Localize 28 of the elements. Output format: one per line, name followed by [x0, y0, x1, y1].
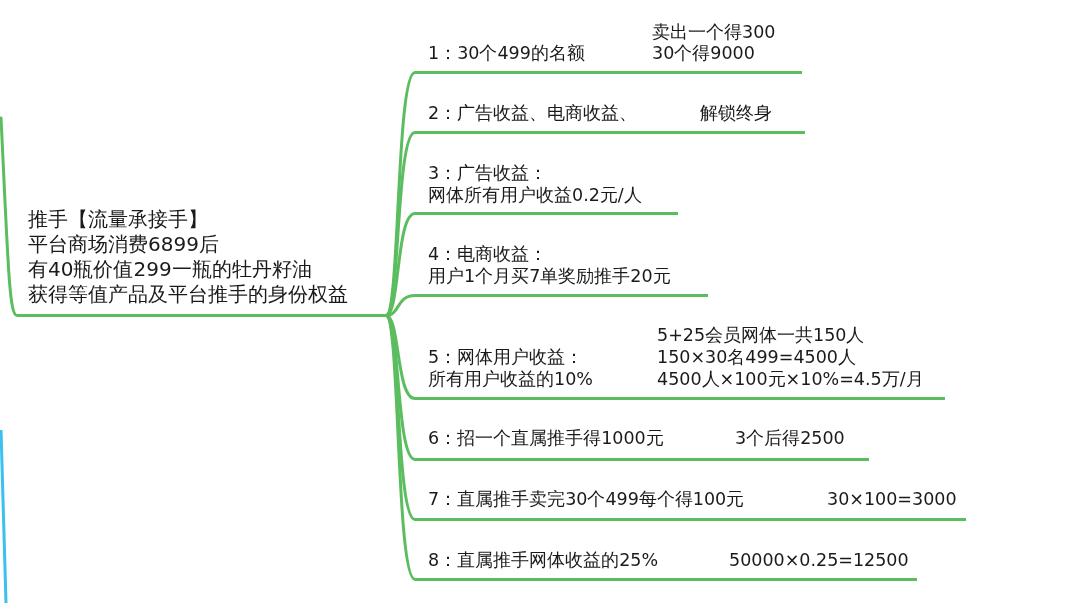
topic-text: 3个后得2500: [735, 427, 845, 449]
topic-text: 所有用户收益的10%: [428, 368, 593, 390]
topic-text: 平台商场消费6899后: [28, 231, 219, 257]
topic-text: 有40瓶价值299一瓶的牡丹籽油: [28, 256, 312, 282]
topic-text: 获得等值产品及平台推手的身份权益: [28, 281, 348, 307]
topic-text: 2：广告收益、电商收益、: [428, 102, 638, 124]
topic-text: 用户1个月买7单奖励推手20元: [428, 265, 671, 287]
topic-text: 150×30名499=4500人: [657, 346, 856, 368]
topic-text: 8：直属推手网体收益的25%: [428, 549, 659, 571]
topic-text: 7：直属推手卖完30个499每个得100元: [428, 488, 745, 510]
topic-text: 解锁终身: [700, 102, 772, 124]
topic-text: 3：广告收益：: [428, 162, 548, 184]
topic-text: 4500人×100元×10%=4.5万/月: [657, 368, 924, 390]
topic-text: 30×100=3000: [827, 488, 957, 510]
topic-text: 5+25会员网体一共150人: [657, 324, 865, 346]
topic-text: 30个得9000: [652, 42, 755, 64]
connector-line: [384, 314, 417, 581]
connector-line: [384, 212, 417, 317]
topic-text: 网体所有用户收益0.2元/人: [428, 184, 642, 206]
topic-text: 5：网体用户收益：: [428, 346, 584, 368]
topic-text: 4：电商收益：: [428, 243, 548, 265]
topic-text: 卖出一个得300: [652, 21, 776, 43]
topic-text: 推手【流量承接手】: [28, 206, 208, 232]
topic-text: 1：30个499的名额: [428, 42, 585, 64]
connector-line: [384, 314, 417, 461]
connector-line: [0, 116, 19, 317]
topic-text: 50000×0.25=12500: [729, 549, 909, 571]
topic-text: 6：招一个直属推手得1000元: [428, 427, 664, 449]
